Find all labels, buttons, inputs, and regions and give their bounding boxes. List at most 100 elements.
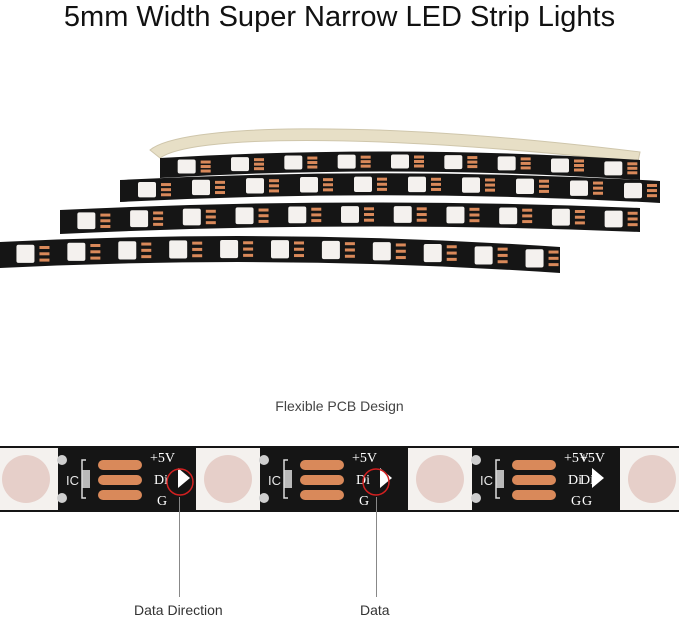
- coil-pad: [647, 189, 657, 193]
- solder-dot: [259, 493, 269, 503]
- marking-5v: +5V: [150, 451, 175, 466]
- coil-led: [321, 240, 340, 260]
- coil-pad: [344, 248, 355, 252]
- coil-strip-row: [160, 151, 640, 180]
- coil-pad: [522, 220, 533, 224]
- marking-di: Di: [580, 473, 594, 488]
- coil-pad: [467, 156, 478, 160]
- coil-pad: [446, 245, 457, 249]
- copper-pad: [512, 460, 556, 470]
- coil-pad: [539, 189, 549, 193]
- coil-pad: [161, 193, 171, 197]
- coil-pad: [431, 177, 441, 181]
- coil-pad: [627, 211, 638, 215]
- coil-led: [624, 182, 642, 199]
- coil-pad: [294, 247, 304, 251]
- coil-pad: [100, 213, 111, 217]
- coil-pad: [153, 222, 164, 226]
- coil-led: [570, 180, 588, 196]
- coil-led: [497, 156, 516, 171]
- coil-pad: [205, 215, 216, 219]
- coil-led: [169, 240, 188, 259]
- coil-pad: [522, 208, 533, 212]
- coil-pad: [497, 260, 508, 264]
- marking-g: G: [582, 494, 592, 509]
- marking-g: G: [571, 494, 581, 509]
- coil-pad: [522, 214, 533, 218]
- coil-pad: [627, 171, 638, 175]
- coil-led: [446, 206, 465, 224]
- coil-led: [337, 154, 356, 169]
- led-lens: [628, 455, 676, 503]
- marking-g: G: [157, 494, 167, 509]
- coil-pad: [258, 214, 269, 218]
- coil-pad: [39, 258, 50, 262]
- coil-led: [67, 242, 86, 261]
- coil-pad: [307, 161, 318, 165]
- coil-strip-row: [120, 173, 660, 203]
- coil-pad: [416, 213, 427, 217]
- coil-led: [288, 206, 307, 224]
- coil-pad: [497, 247, 508, 251]
- coil-pad: [395, 243, 406, 247]
- coil-pad: [469, 207, 480, 211]
- coil-led: [525, 249, 544, 268]
- coil-pad: [311, 219, 322, 223]
- solder-dot: [57, 493, 67, 503]
- coil-pad: [254, 167, 264, 171]
- coil-pad: [192, 254, 203, 258]
- coil-pad: [205, 221, 216, 225]
- coil-led: [516, 178, 534, 195]
- direction-arrow-icon: [178, 468, 190, 488]
- coil-led: [444, 155, 463, 170]
- coil-pad: [269, 189, 279, 193]
- copper-pad: [98, 490, 142, 500]
- coil-led: [499, 207, 518, 225]
- coil-led: [551, 208, 570, 226]
- coil-led: [551, 158, 569, 173]
- coil-pad: [90, 243, 101, 247]
- coil-pad: [141, 248, 152, 252]
- callout-data: Data: [360, 602, 390, 618]
- coil-pad: [192, 241, 203, 245]
- coil-pad: [100, 224, 111, 228]
- coil-pad: [574, 168, 584, 172]
- coil-led: [220, 239, 239, 259]
- coil-pad: [360, 155, 371, 159]
- coil-led: [284, 155, 303, 170]
- coil-pad: [254, 158, 264, 162]
- coil-pad: [469, 213, 480, 217]
- coil-led: [393, 206, 412, 223]
- coil-pad: [215, 185, 225, 189]
- highlight-circle-data-direction: [166, 468, 194, 496]
- ic-label: IC: [66, 473, 79, 488]
- copper-pad: [512, 475, 556, 485]
- coil-pad: [254, 162, 264, 166]
- coil-pad: [627, 162, 638, 166]
- coil-pad: [39, 245, 50, 249]
- coil-pad: [497, 253, 508, 257]
- marking-g: G: [359, 494, 369, 509]
- coil-pad: [574, 221, 585, 225]
- coil-led: [604, 210, 623, 228]
- coil-pad: [539, 179, 549, 183]
- coil-led: [423, 243, 442, 263]
- coil-pad: [360, 164, 371, 168]
- coil-pad: [364, 213, 374, 216]
- coil-pad: [153, 217, 164, 221]
- coil-pad: [520, 161, 531, 165]
- coil-pad: [243, 247, 254, 251]
- copper-pad: [98, 460, 142, 470]
- solder-dot: [471, 455, 481, 465]
- coil-pad: [467, 165, 478, 169]
- coil-pad: [647, 194, 657, 198]
- coil-led: [138, 181, 156, 198]
- coil-pad: [395, 249, 406, 253]
- ic-label: IC: [268, 473, 281, 488]
- coil-pad: [153, 211, 164, 215]
- coil-led: [235, 207, 254, 225]
- coil-led: [130, 210, 149, 228]
